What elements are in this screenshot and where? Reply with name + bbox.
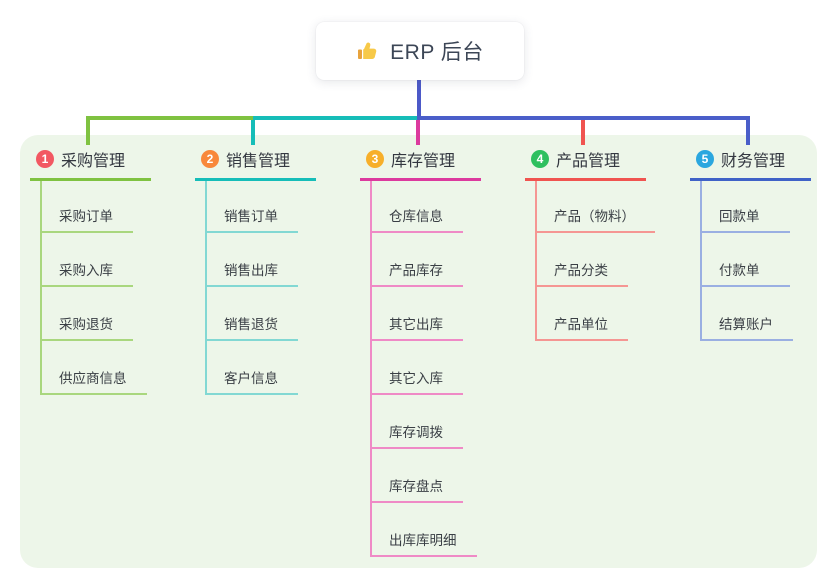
branch-product: 4 产品管理 产品（物料） 产品分类 产品单位 [525,145,690,341]
node-receipt-doc[interactable]: 回款单 [702,181,790,233]
branch-product-label: 产品管理 [556,153,621,170]
root-trunk-line [417,80,421,117]
badge-5-icon: 5 [696,150,714,168]
connector-segment-right [417,116,750,120]
node-product-stock[interactable]: 产品库存 [372,233,463,287]
branch-inventory-header[interactable]: 3 库存管理 [360,145,482,181]
drop-line-purchase [86,116,90,145]
connector-segment-sales [253,116,417,120]
node-purchase-order[interactable]: 采购订单 [42,181,133,233]
branches-background-panel [20,135,817,568]
node-purchase-return[interactable]: 采购退货 [42,287,133,341]
branch-sales-header[interactable]: 2 销售管理 [195,145,317,181]
branch-inventory-label: 库存管理 [391,153,456,170]
drop-line-product [581,120,585,145]
node-stock-check[interactable]: 库存盘点 [372,449,463,503]
branch-finance-header[interactable]: 5 财务管理 [690,145,812,181]
branch-purchase-label: 采购管理 [61,153,126,170]
branch-finance: 5 财务管理 回款单 付款单 结算账户 [690,145,839,341]
badge-4-icon: 4 [531,150,549,168]
branch-inventory: 3 库存管理 仓库信息 产品库存 其它出库 其它入库 库存调拨 库存盘点 出库库… [360,145,525,557]
node-product-material[interactable]: 产品（物料） [537,181,655,233]
node-payment-doc[interactable]: 付款单 [702,233,790,287]
node-product-unit[interactable]: 产品单位 [537,287,628,341]
node-stock-transfer[interactable]: 库存调拨 [372,395,463,449]
node-product-category[interactable]: 产品分类 [537,233,628,287]
root-node[interactable]: ERP 后台 [316,22,524,80]
node-warehouse-info[interactable]: 仓库信息 [372,181,463,233]
node-supplier-info[interactable]: 供应商信息 [42,341,147,395]
branch-purchase-header[interactable]: 1 采购管理 [30,145,152,181]
branch-inventory-children: 仓库信息 产品库存 其它出库 其它入库 库存调拨 库存盘点 出库库明细 [370,181,477,557]
branch-purchase: 1 采购管理 采购订单 采购入库 采购退货 供应商信息 [30,145,195,395]
node-customer-info[interactable]: 客户信息 [207,341,298,395]
node-other-inbound[interactable]: 其它入库 [372,341,463,395]
drop-line-sales [251,120,255,145]
node-sales-order[interactable]: 销售订单 [207,181,298,233]
badge-1-icon: 1 [36,150,54,168]
root-node-label: ERP 后台 [390,41,484,64]
branch-sales-label: 销售管理 [226,153,291,170]
node-sales-outbound[interactable]: 销售出库 [207,233,298,287]
branch-sales: 2 销售管理 销售订单 销售出库 销售退货 客户信息 [195,145,360,395]
node-purchase-inbound[interactable]: 采购入库 [42,233,133,287]
node-sales-return[interactable]: 销售退货 [207,287,298,341]
branch-finance-children: 回款单 付款单 结算账户 [700,181,793,341]
node-settlement-account[interactable]: 结算账户 [702,287,793,341]
badge-2-icon: 2 [201,150,219,168]
connector-segment-purchase [86,116,253,120]
drop-line-finance [746,116,750,145]
node-outbound-detail[interactable]: 出库库明细 [372,503,477,557]
branch-sales-children: 销售订单 销售出库 销售退货 客户信息 [205,181,298,395]
thumbs-up-icon [356,39,380,63]
branch-finance-label: 财务管理 [721,153,786,170]
branch-product-header[interactable]: 4 产品管理 [525,145,647,181]
branch-purchase-children: 采购订单 采购入库 采购退货 供应商信息 [40,181,147,395]
branch-product-children: 产品（物料） 产品分类 产品单位 [535,181,655,341]
drop-line-inventory [416,120,420,145]
node-other-outbound[interactable]: 其它出库 [372,287,463,341]
badge-3-icon: 3 [366,150,384,168]
